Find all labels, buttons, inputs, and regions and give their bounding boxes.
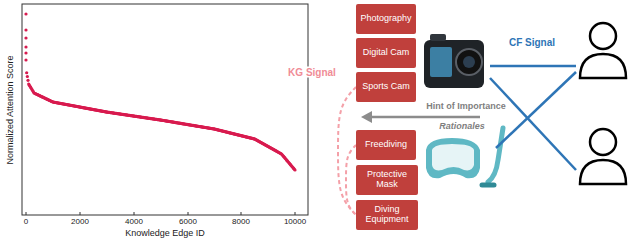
- camera-screen: [430, 47, 452, 77]
- category-box: Freediving: [356, 130, 416, 160]
- user-body: [580, 54, 626, 78]
- data-point: [293, 168, 296, 171]
- snorkel-tube: [488, 128, 503, 182]
- box-text: Photography: [360, 14, 411, 24]
- data-point: [24, 51, 27, 54]
- category-box: Photography: [356, 4, 416, 34]
- cf-lines: [490, 66, 576, 170]
- mask-picture: [426, 128, 503, 185]
- box-text: Digital Cam: [363, 48, 410, 58]
- data-point: [26, 75, 29, 78]
- signal-label: CF Signal: [508, 37, 556, 48]
- user-head: [590, 129, 616, 155]
- snorkel-mouthpiece: [482, 183, 494, 188]
- data-point: [24, 36, 27, 39]
- arrow-shaft: [370, 116, 480, 119]
- category-box: Diving Equipment: [356, 200, 418, 230]
- axis-title: Normalized Attention Score: [6, 54, 16, 165]
- user-icons: [580, 23, 626, 184]
- tick-label: 8000: [231, 218, 251, 227]
- hint-label: Rationales: [438, 122, 486, 132]
- cf-line: [490, 65, 576, 68]
- camera-lens: [456, 49, 482, 75]
- camera-body: [424, 40, 484, 88]
- mask-lens: [432, 144, 474, 170]
- data-point: [24, 58, 27, 61]
- signal-label: KG Signal: [287, 67, 337, 78]
- camera-button: [430, 34, 446, 41]
- tick-label: 6000: [178, 218, 198, 227]
- camera-lens-glass: [463, 56, 475, 68]
- axis-title: Knowledge Edge ID: [124, 229, 206, 239]
- category-box: Digital Cam: [356, 38, 416, 68]
- data-point: [26, 79, 29, 82]
- box-text: Diving Equipment: [359, 205, 415, 225]
- data-point: [24, 12, 27, 15]
- box-text: Protective Mask: [359, 170, 415, 190]
- box-text: Freediving: [365, 140, 407, 150]
- hint-label: Hint of Importance: [425, 102, 507, 112]
- arrow-head: [361, 111, 372, 123]
- category-box: Protective Mask: [356, 165, 418, 195]
- box-text: Sports Cam: [362, 82, 410, 92]
- tick-label: 2000: [70, 218, 90, 227]
- user-body: [580, 160, 626, 184]
- plot-frame: [22, 4, 308, 215]
- data-point: [293, 168, 296, 171]
- tick-label: 10000: [283, 218, 307, 227]
- kg-link: [338, 87, 356, 215]
- kg-link: [346, 145, 356, 215]
- user-head: [590, 23, 616, 49]
- data-point: [24, 28, 27, 31]
- data-points: [24, 12, 296, 171]
- cf-line: [490, 78, 576, 170]
- axis-ticks: [26, 212, 295, 215]
- category-box: Sports Cam: [356, 72, 416, 102]
- camera-picture: [424, 34, 484, 88]
- cf-line: [496, 72, 576, 148]
- tick-label: 4000: [124, 218, 144, 227]
- mask-frame: [426, 138, 480, 178]
- data-point: [24, 45, 27, 48]
- tick-label: 0: [23, 218, 29, 227]
- data-point: [25, 71, 28, 74]
